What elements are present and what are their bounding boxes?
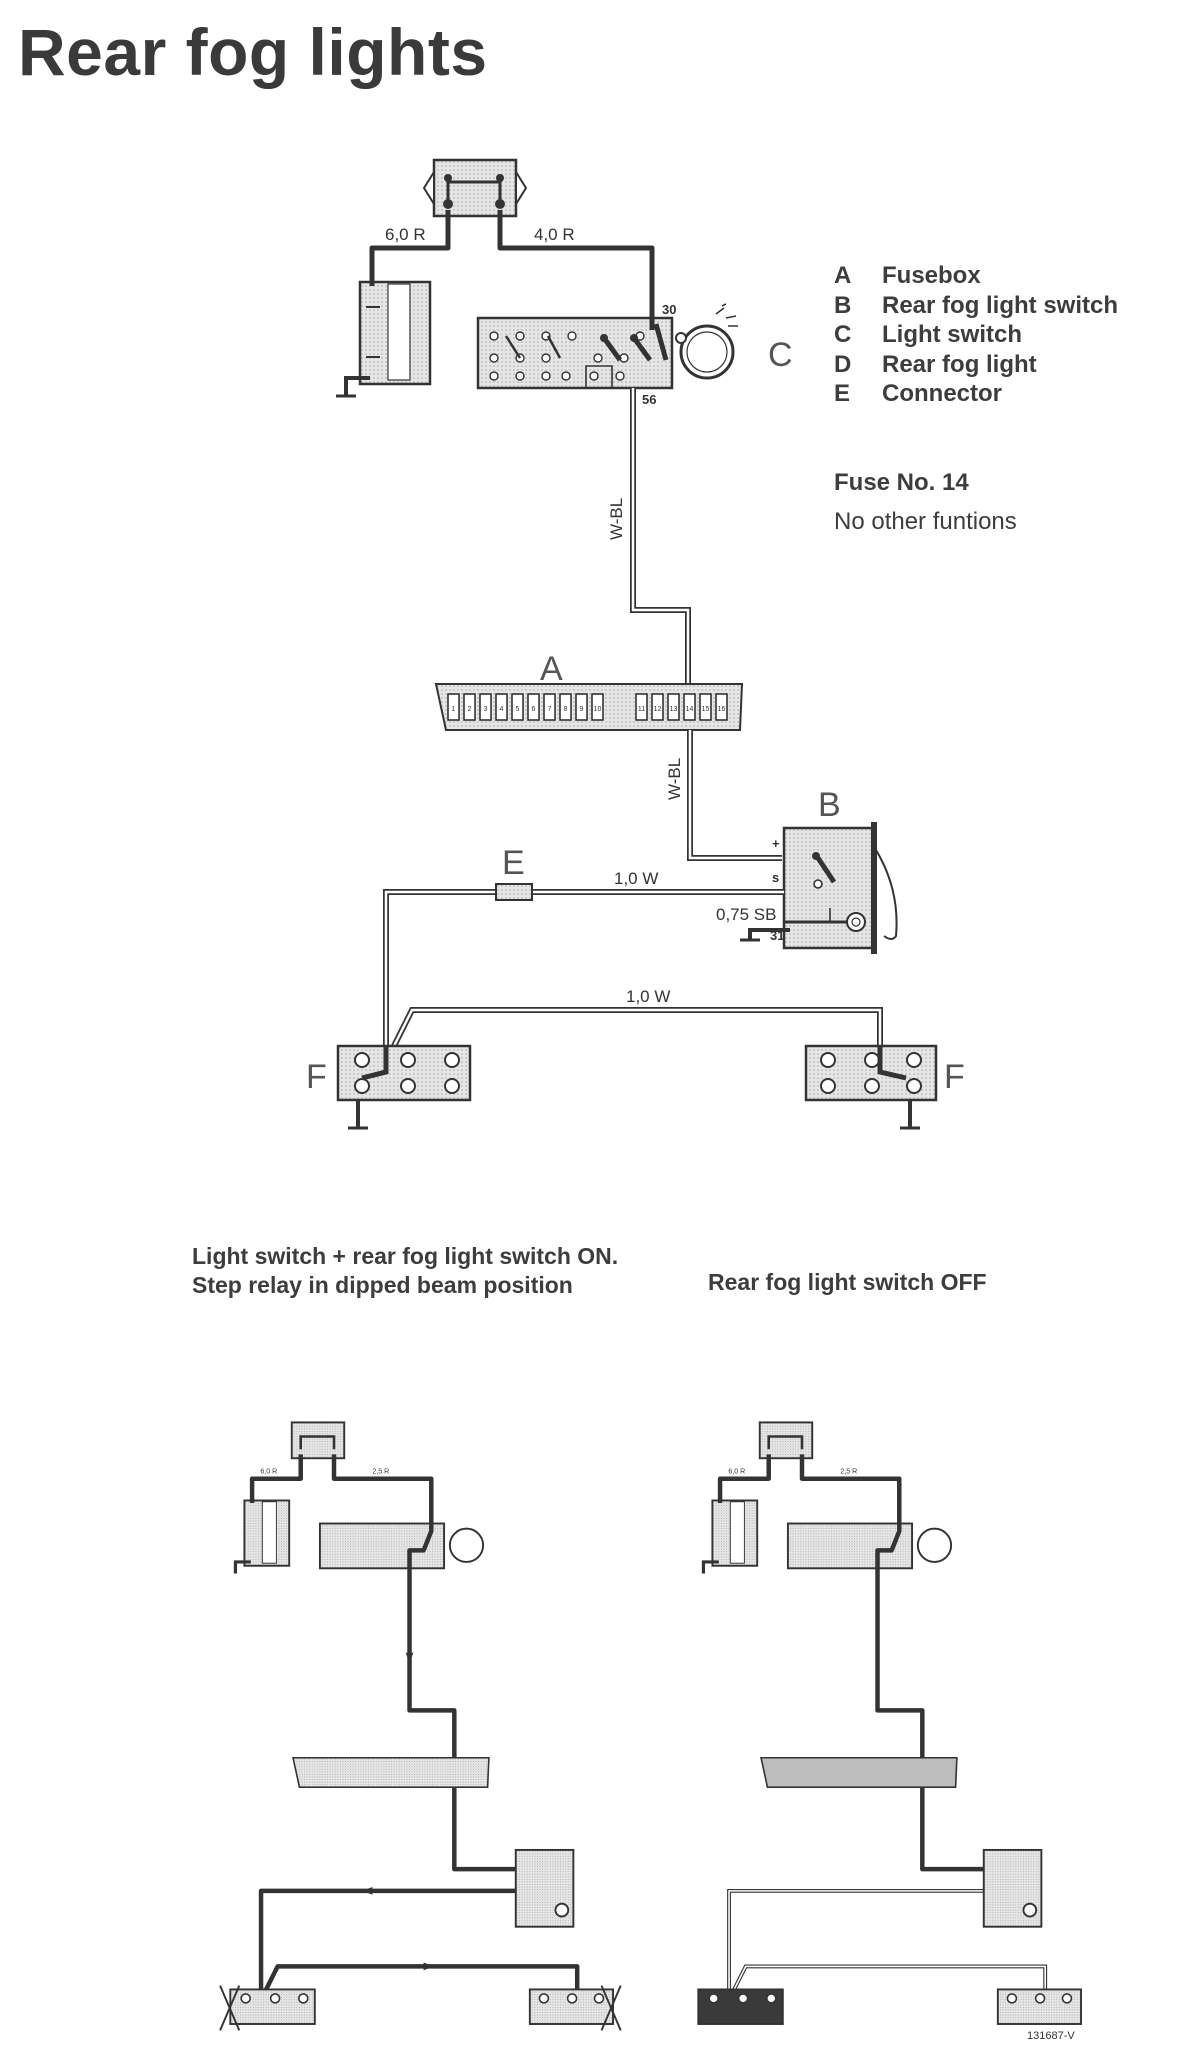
fuse-slot	[463, 693, 476, 721]
fuse-slot-number: 12	[654, 706, 662, 713]
legend-item-connector: E Connector	[834, 380, 1118, 410]
connector-letter: E	[502, 844, 525, 882]
caption-line: Step relay in dipped beam position	[192, 1272, 573, 1298]
fuse-slot	[447, 693, 460, 721]
fuse-slot	[591, 693, 604, 721]
fuse-slot	[635, 693, 648, 721]
fuse-slot-number: 5	[516, 706, 520, 713]
legend-key: E	[834, 380, 851, 407]
light-switch-letter: C	[768, 336, 793, 374]
wire-label-fuse-out: W-BL	[665, 758, 684, 800]
fuse-slot	[651, 693, 664, 721]
small-right-wire-label-battery: 6,0 R	[728, 1469, 745, 1476]
legend-label: Fusebox	[882, 262, 981, 289]
terminal-s: s	[772, 870, 779, 885]
wire-label-battery: 6,0 R	[385, 225, 426, 244]
fuse-slot-number: 9	[580, 706, 584, 713]
legend-label: Rear fog light	[882, 350, 1037, 378]
fuse-slot-number: 2	[468, 706, 472, 713]
battery	[336, 280, 432, 398]
fuse-slot	[699, 693, 712, 721]
fog-light-right-letter: F	[944, 1058, 965, 1096]
fuse-slot-number: 15	[702, 706, 710, 713]
fuse-slot	[479, 693, 492, 721]
small-diagram-switch-on: 6,0 R 2,5 R	[219, 1421, 622, 2031]
legend-label: Light switch	[882, 321, 1022, 348]
wire-label-ground: 0,75 SB	[716, 905, 777, 924]
legend-item-fog-light: D Rear fog light	[834, 351, 1118, 381]
terminal-30: 30	[662, 302, 676, 317]
fuse-slot-number: 3	[484, 706, 488, 713]
fuse-slot	[511, 693, 524, 721]
fuse-slot-number: 11	[638, 706, 645, 713]
fuse-slot	[527, 693, 540, 721]
legend-key: B	[834, 291, 852, 319]
fuse-slot-number: 13	[670, 706, 678, 713]
fuse-slot-number: 10	[594, 706, 602, 713]
fuse-slot-number: 4	[500, 706, 504, 713]
wire-label-to-connector: 1,0 W	[614, 869, 658, 888]
fuse-slot-number: 8	[564, 706, 568, 713]
terminal-plus: +	[772, 836, 780, 851]
fuse-slot-number: 6	[532, 706, 536, 713]
page-title: Rear fog lights	[18, 15, 488, 89]
legend: A Fusebox B Rear fog light switch C Light s…	[834, 262, 1118, 410]
wire-label-to-lights: 1,0 W	[626, 987, 670, 1006]
legend-key: A	[834, 262, 852, 289]
fuse-slot	[667, 693, 680, 721]
fuse-slot	[559, 693, 572, 721]
fuse-slot-number: 16	[718, 706, 726, 713]
fuse-slot	[495, 693, 508, 721]
relay	[422, 158, 528, 218]
small-left-wire-label-supply: 2,5 R	[372, 1469, 389, 1476]
part-number: 131687-V	[1027, 2030, 1075, 2042]
legend-item-light-switch: C Light switch	[834, 321, 1118, 351]
small-diagram-switch-off: 6,0 R 2,5 R	[697, 1421, 1083, 2025]
wire-label-switch-out: W-BL	[607, 498, 626, 540]
fuse-note: No other funtions	[834, 508, 1017, 535]
fuse-slot-number: 7	[548, 706, 552, 713]
fuse-slot	[683, 693, 696, 721]
fuse-slot-number: 14	[686, 706, 694, 713]
fuse-slot	[715, 693, 728, 721]
legend-label: Rear fog light switch	[882, 291, 1119, 319]
fog-light-right	[804, 1044, 938, 1130]
fuse-slot	[543, 693, 556, 721]
caption-line: Light switch + rear fog light switch ON.	[192, 1243, 619, 1269]
light-switch	[476, 303, 738, 390]
fusebox-letter: A	[540, 650, 563, 688]
terminal-56: 56	[642, 392, 656, 407]
legend-key: C	[834, 321, 852, 348]
fuse-slot	[575, 693, 588, 721]
fuse-number: Fuse No. 14	[834, 469, 969, 496]
legend-item-fusebox: A Fusebox	[834, 262, 1118, 292]
small-right-wire-label-supply: 2,5 R	[840, 1469, 857, 1476]
fog-switch-letter: B	[818, 786, 841, 824]
caption-switch-on: Light switch + rear fog light switch ON.…	[192, 1242, 618, 1300]
legend-item-fog-switch: B Rear fog light switch	[834, 292, 1118, 322]
small-left-wire-label-battery: 6,0 R	[260, 1469, 277, 1476]
fog-light-switch	[782, 822, 898, 954]
fog-light-left-letter: F	[306, 1058, 327, 1096]
legend-key: D	[834, 350, 852, 378]
fog-light-left	[336, 1044, 472, 1130]
wire-label-supply: 4,0 R	[534, 225, 575, 244]
legend-label: Connector	[882, 380, 1002, 407]
fuse-slot-number: 1	[452, 706, 456, 713]
caption-switch-off: Rear fog light switch OFF	[708, 1269, 987, 1295]
